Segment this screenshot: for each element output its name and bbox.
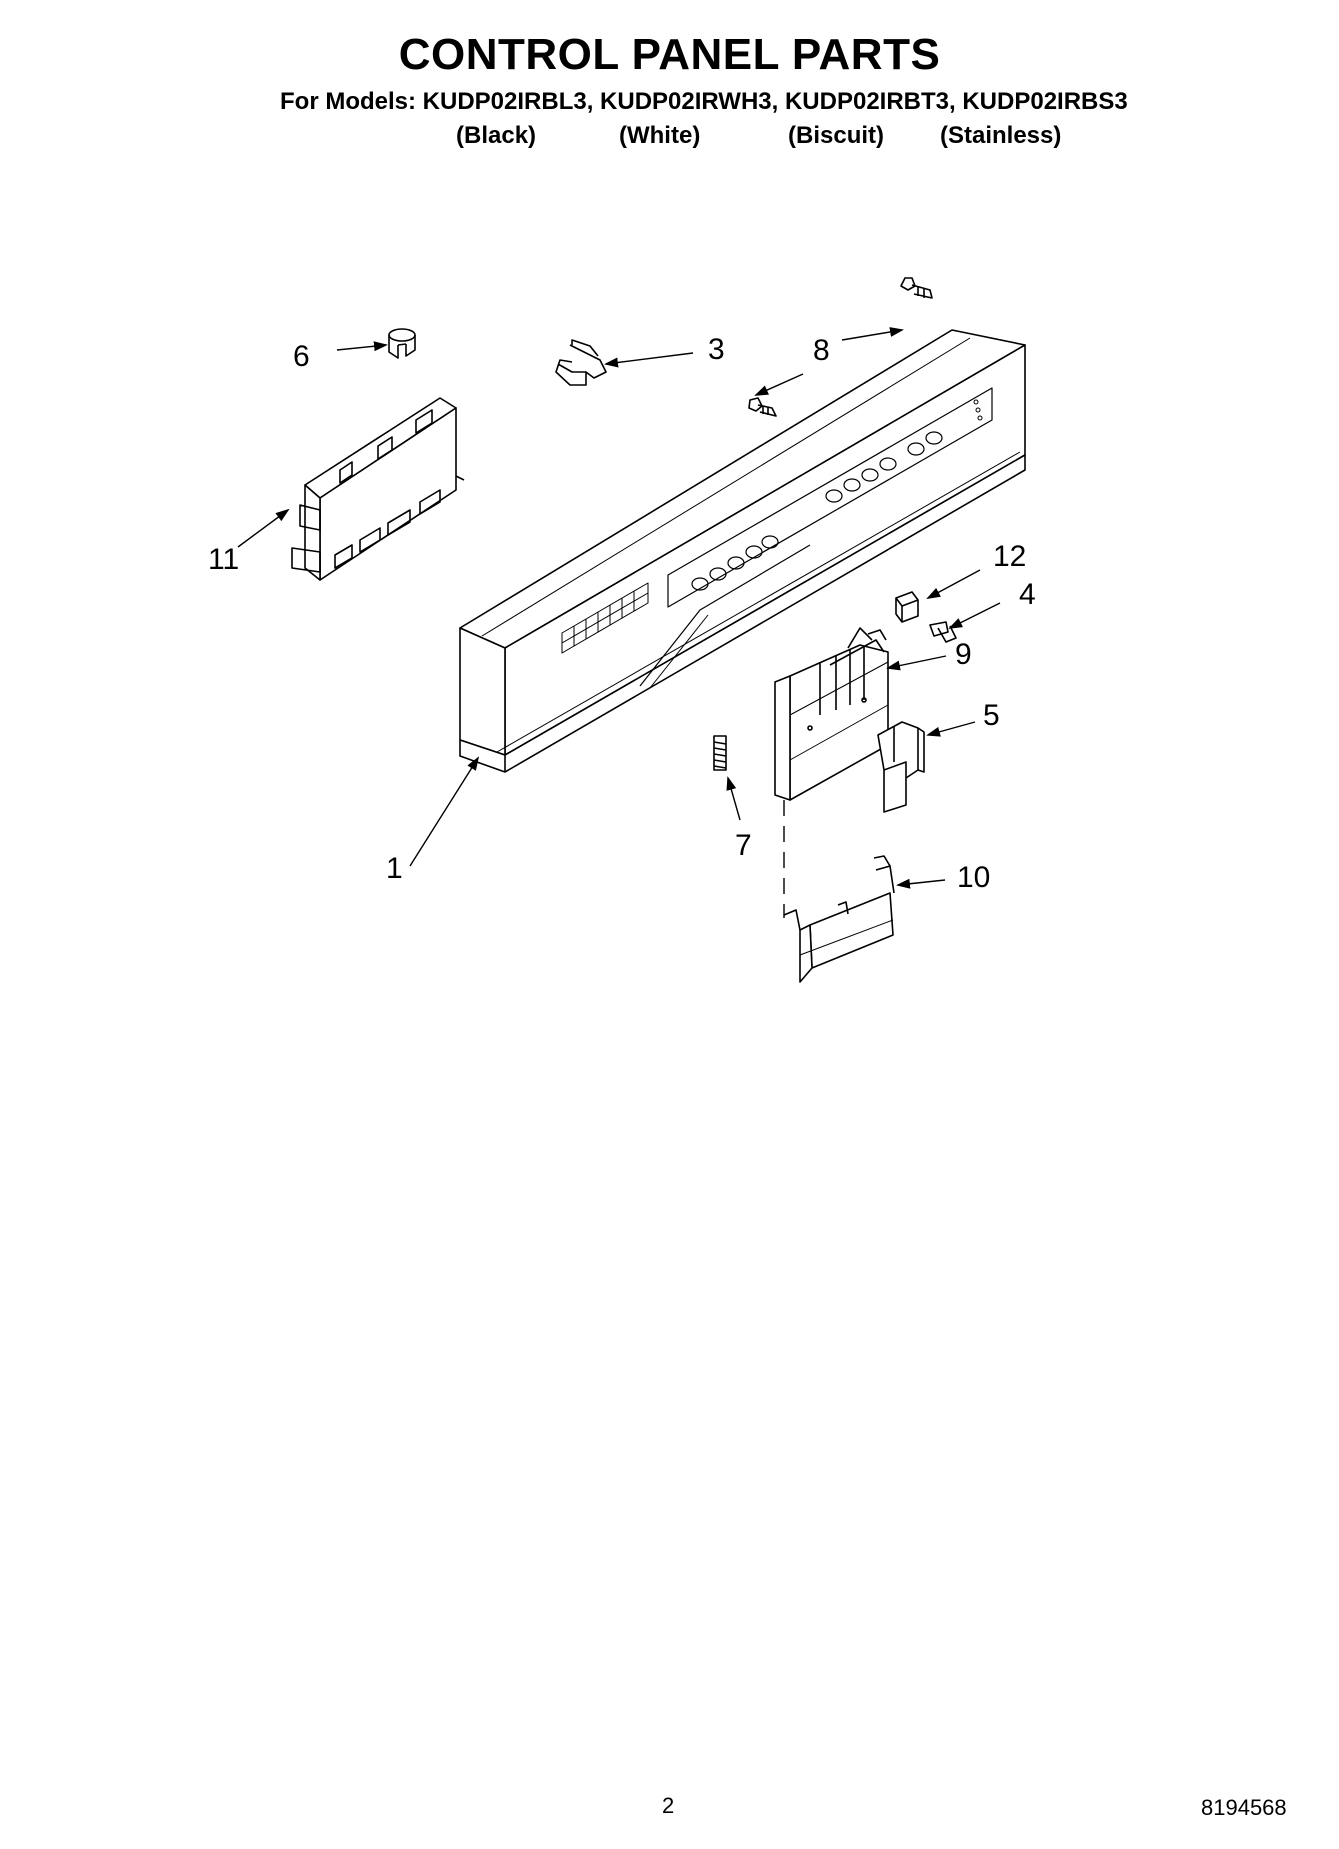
small-block bbox=[895, 591, 919, 623]
callout-12: 12 bbox=[993, 540, 1026, 573]
finish-biscuit: (Biscuit) bbox=[788, 122, 884, 149]
callout-8: 8 bbox=[813, 334, 830, 367]
callout-6: 6 bbox=[293, 340, 310, 373]
spring bbox=[713, 735, 727, 771]
finish-stainless: (Stainless) bbox=[940, 122, 1062, 149]
latch bbox=[877, 721, 925, 813]
page-title: CONTROL PANEL PARTS bbox=[398, 30, 941, 79]
callout-5: 5 bbox=[983, 699, 1000, 732]
callout-7: 7 bbox=[735, 829, 752, 862]
control-panel-console bbox=[459, 329, 1026, 773]
clip bbox=[555, 339, 607, 386]
document-number: 8194568 bbox=[1201, 1795, 1287, 1820]
callout-4: 4 bbox=[1019, 578, 1036, 611]
screw-upper bbox=[900, 277, 933, 299]
callout-labels: 1 3 4 5 6 7 8 9 10 11 12 bbox=[208, 333, 1036, 894]
screw-bracket bbox=[929, 621, 957, 643]
leader-arrows bbox=[237, 327, 1001, 889]
callout-1: 1 bbox=[386, 852, 403, 885]
callout-9: 9 bbox=[955, 638, 972, 671]
mounting-bracket bbox=[774, 627, 889, 801]
models-line: For Models: KUDP02IRBL3, KUDP02IRWH3, KU… bbox=[280, 88, 1128, 115]
finish-black: (Black) bbox=[456, 122, 537, 149]
callout-11: 11 bbox=[208, 543, 239, 576]
callout-3: 3 bbox=[708, 333, 725, 366]
page-number: 2 bbox=[662, 1793, 675, 1818]
finish-white: (White) bbox=[619, 122, 701, 149]
knob bbox=[388, 328, 416, 359]
screw-lower bbox=[748, 397, 777, 417]
bottom-bracket bbox=[783, 855, 895, 983]
callout-10: 10 bbox=[957, 861, 990, 894]
electronic-control-board bbox=[291, 397, 465, 581]
